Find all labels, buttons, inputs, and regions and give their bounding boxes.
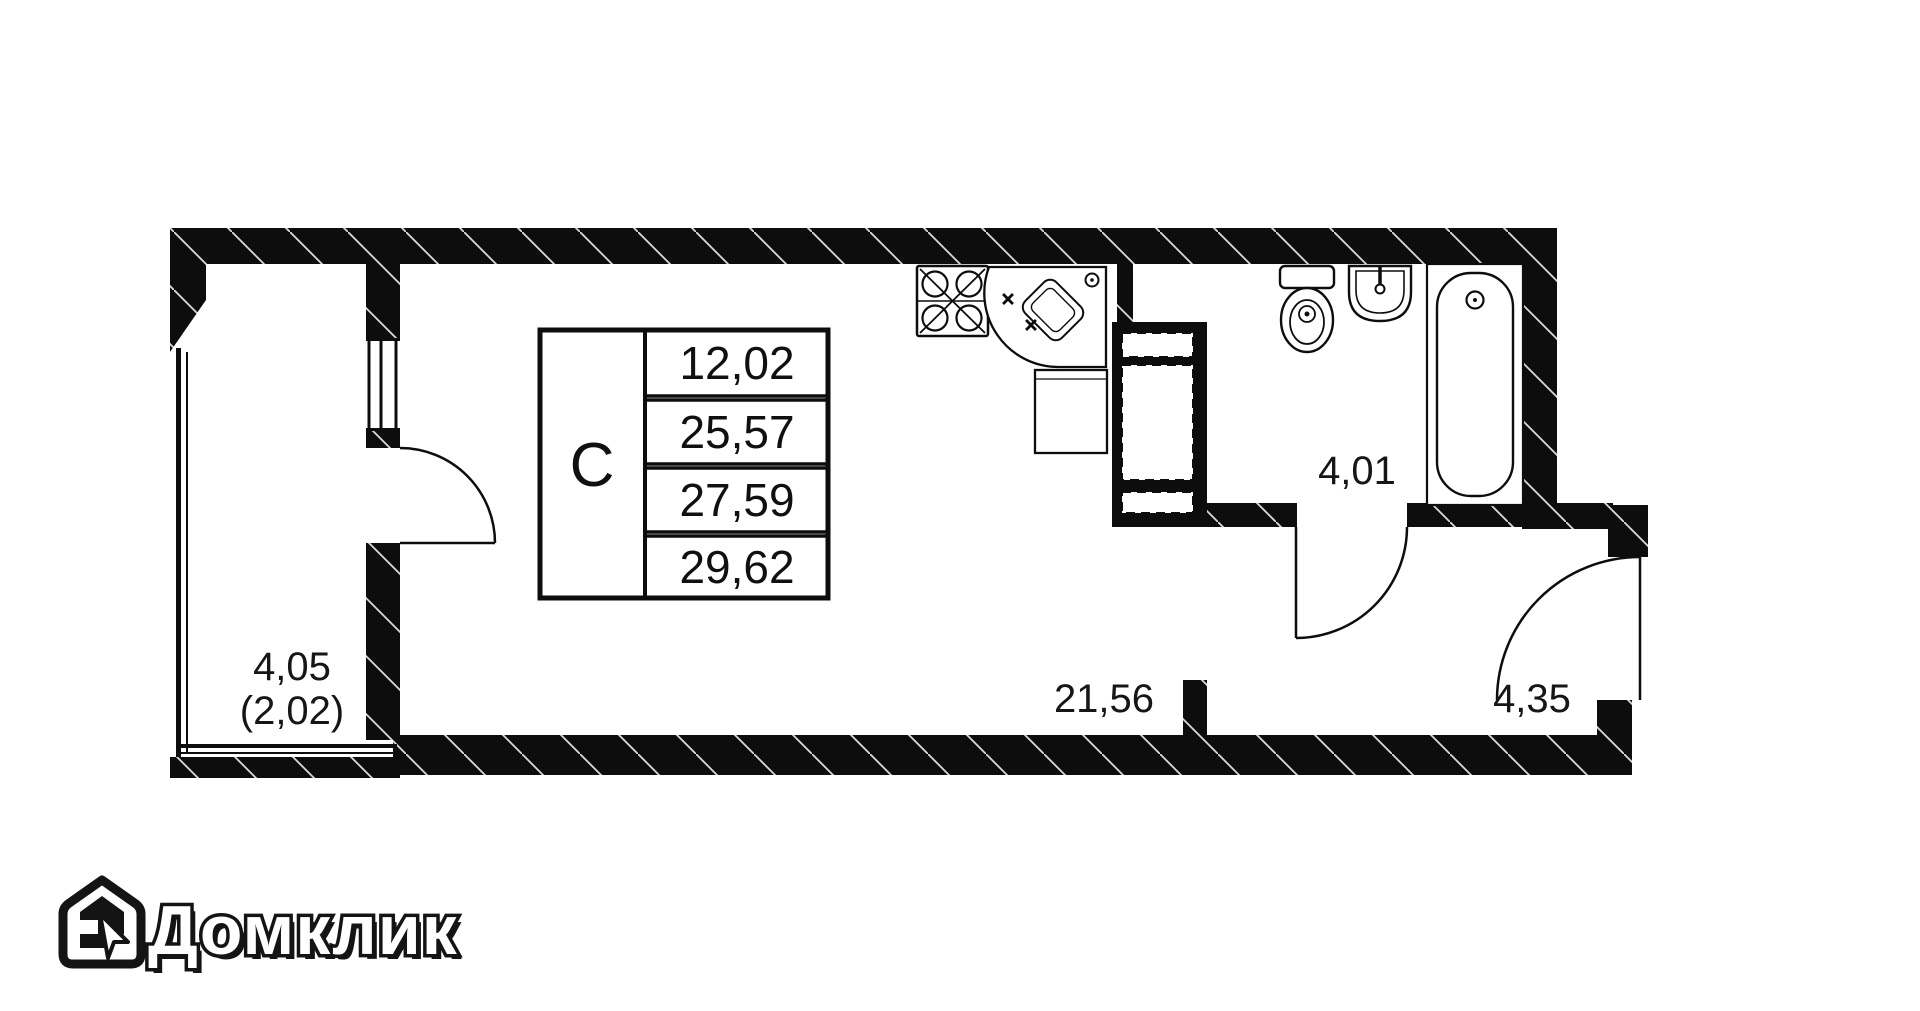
walls-thick (170, 228, 1648, 778)
ventilation-shaft (1112, 322, 1207, 527)
door-swings (399, 446, 1642, 701)
wall-top-left-corner (170, 228, 206, 352)
floor-plan: С 12,02 25,57 27,59 29,62 4,05 (2,02) 21… (170, 228, 1648, 778)
wall-entry-step (1608, 529, 1648, 557)
wall-bathroom-right (1407, 503, 1613, 527)
room-labels: 4,05 (2,02) 21,56 4,01 4,35 (240, 449, 1571, 733)
stove-icon (915, 264, 990, 338)
label-living-area: 21,56 (1054, 677, 1154, 721)
toilet-icon (1278, 264, 1336, 354)
balcony-window (366, 338, 400, 431)
wall-bottom-main (393, 735, 1632, 775)
kitchen-counter (1033, 368, 1109, 455)
bathtub-icon (1425, 262, 1525, 507)
wall-partition-stub (366, 430, 400, 448)
table-value-1: 12,02 (679, 337, 794, 389)
label-balcony-area-reduced: (2,02) (240, 689, 345, 733)
wall-hall-stub (1183, 680, 1207, 737)
domclick-logo: Домклик Домклик (58, 875, 463, 974)
label-bathroom-area: 4,01 (1318, 449, 1396, 493)
table-value-2: 25,57 (679, 406, 794, 458)
table-letter: С (570, 431, 615, 500)
domclick-house-icon (58, 875, 146, 969)
wall-duct-strip (1117, 264, 1133, 322)
logo-text: Домклик (148, 891, 458, 969)
kitchen-sink-icon (983, 265, 1108, 369)
balcony-door-swing (399, 446, 497, 545)
area-table: С 12,02 25,57 27,59 29,62 (537, 327, 831, 601)
logo-text-shadow: Домклик (153, 896, 463, 974)
wall-top (170, 228, 1557, 264)
wall-bathroom-left (1203, 503, 1297, 527)
label-balcony-area: 4,05 (253, 645, 331, 689)
table-value-3: 27,59 (679, 474, 794, 526)
wall-right-upper (1522, 228, 1557, 505)
washbasin-icon (1347, 264, 1413, 323)
entry-door-swing (1495, 555, 1642, 701)
wall-bottom-balcony (170, 757, 400, 778)
wall-partition-upper (366, 228, 400, 340)
bathroom-door-swing (1294, 526, 1409, 640)
wall-partition-lower (366, 543, 400, 740)
balcony-thin-walls (176, 348, 397, 757)
label-hallway-area: 4,35 (1493, 677, 1571, 721)
table-value-4: 29,62 (679, 541, 794, 593)
